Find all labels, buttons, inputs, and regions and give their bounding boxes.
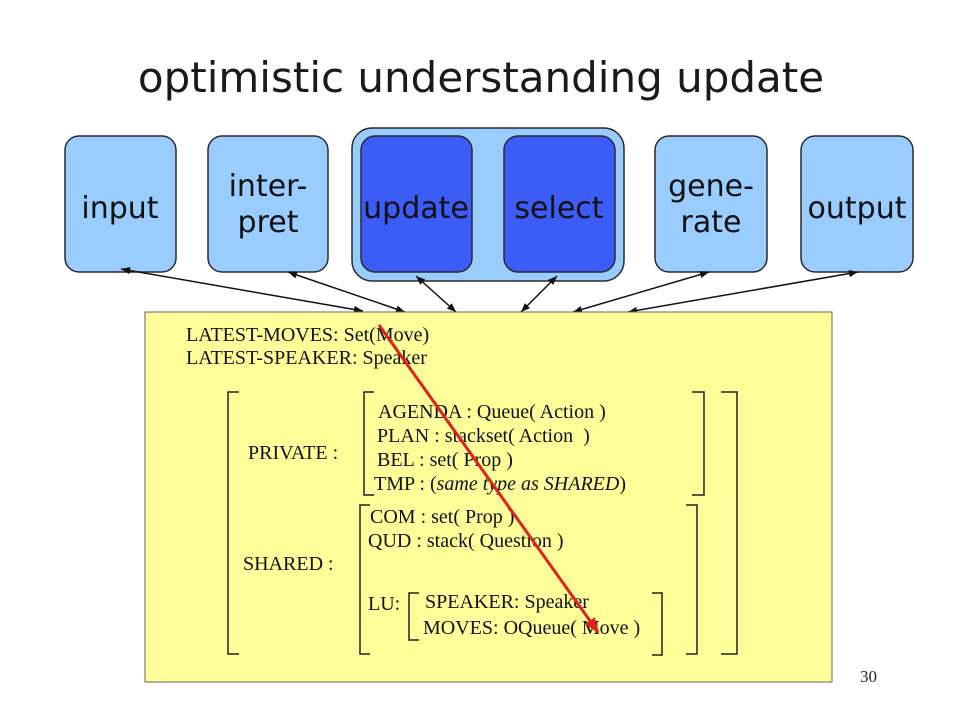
arrow-update-infostate [415,275,457,313]
module-update-label: update [363,191,469,226]
lu-left-bracket [408,592,419,641]
lu-label: LU: [368,593,400,615]
dme-container: update select [351,127,625,282]
arrow-input-infostate [120,266,364,314]
is-left-bracket [227,391,239,655]
information-state-box [144,311,833,683]
module-select: select [503,135,616,273]
red-annotation-arrow [377,324,600,634]
page-number: 30 [860,667,877,686]
connector-arrows [120,266,859,315]
module-generate-label-line1: gene- [668,169,754,204]
module-update-box [360,135,473,273]
module-interpret-label-line2: pret [238,205,299,240]
is-right-bracket [721,391,738,655]
shared-right-bracket [686,504,698,655]
com-field: COM : set( Prop ) [370,506,514,528]
information-state: LATEST-MOVES: Set(Move) LATEST-SPEAKER: … [144,311,833,683]
tmp-field-suffix: ) [619,473,626,495]
module-input-box [64,135,177,273]
arrow-interpret-infostate [287,271,406,313]
module-generate: gene- rate [654,135,768,273]
module-output: output [800,135,914,273]
tmp-field-prefix: TMP : ( [374,473,437,495]
qud-field: QUD : stack( Question ) [368,530,564,552]
agenda-field: AGENDA : Queue( Action ) [378,401,606,423]
private-left-bracket [363,391,374,496]
module-interpret-box [207,135,329,273]
latest-moves-line: LATEST-MOVES: Set(Move) [186,324,429,346]
arrow-output-infostate [627,269,859,315]
module-select-label: select [514,191,603,226]
module-generate-box [654,135,768,273]
arrow-select-infostate [520,275,558,313]
module-input-label: input [81,191,158,226]
module-input: input [64,135,177,273]
lu-speaker-field: SPEAKER: Speaker [425,591,589,613]
module-output-label: output [808,191,907,226]
lu-moves-field: MOVES: OQueue( Move ) [423,617,640,639]
module-interpret: inter- pret [207,135,329,273]
latest-speaker-line: LATEST-SPEAKER: Speaker [186,347,427,369]
module-generate-label-line2: rate [681,205,742,240]
tmp-field: TMP : (same type as SHARED) [374,473,626,495]
private-label: PRIVATE : [248,442,338,464]
module-row: input inter- pret update select gene- ra… [64,127,914,282]
lu-right-bracket [652,592,663,656]
slide-title: optimistic understanding update [138,53,824,102]
bel-field: BEL : set( Prop ) [377,449,513,471]
module-interpret-label-line1: inter- [229,169,308,204]
module-update: update [360,135,473,273]
shared-label: SHARED : [243,553,334,575]
module-select-box [503,135,616,273]
plan-field: PLAN : stackset( Action ) [377,425,590,447]
private-right-bracket [692,391,705,496]
tmp-field-italic: same type as SHARED [437,473,620,495]
shared-left-bracket [359,504,370,655]
